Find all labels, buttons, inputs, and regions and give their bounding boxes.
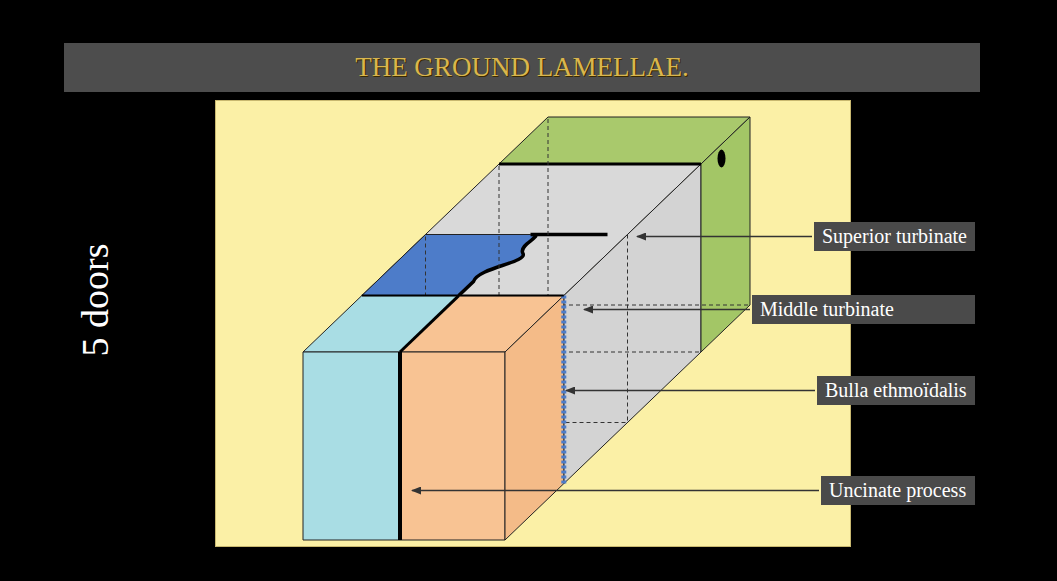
leader-lines [412,237,819,491]
grey-side-face [564,164,701,484]
green-side-face [701,117,750,352]
label-text: Middle turbinate [760,298,894,320]
label-box: Middle turbinate [752,295,975,324]
label-box: Uncinate process [821,476,975,505]
middle-turbinate-top [362,235,536,296]
leader-arrow [566,390,815,392]
side-caption: 5 doors [73,244,117,357]
label-text: Uncinate process [829,479,966,501]
hidden-edge [548,117,549,305]
label-box: Superior turbinate [814,222,975,251]
ostium-dot [718,150,726,168]
title-text: THE GROUND LAMELLAE. [64,43,980,92]
bulla-front-face [400,352,505,540]
bulla-side-face [505,296,564,540]
ethmoid-prism [303,117,750,540]
uncinate-front-face [303,352,400,540]
uncinate-lamella-top [400,296,459,352]
leader-arrow [637,236,812,238]
leader-arrow [412,490,819,492]
superior-boundary [499,163,701,166]
ground-lamella-line [459,235,608,296]
title-bar: THE GROUND LAMELLAE. [64,43,980,92]
label-text: Bulla ethmoïdalis [825,379,967,401]
leader-arrow [584,309,750,311]
label-box: Bulla ethmoïdalis [817,376,975,405]
hidden-edge [548,305,750,306]
hidden-edge [627,235,628,423]
uncinate-lamella [398,352,402,540]
label-text: Superior turbinate [822,225,967,247]
section-boundary [362,295,564,297]
bulla-lamella [561,296,566,484]
